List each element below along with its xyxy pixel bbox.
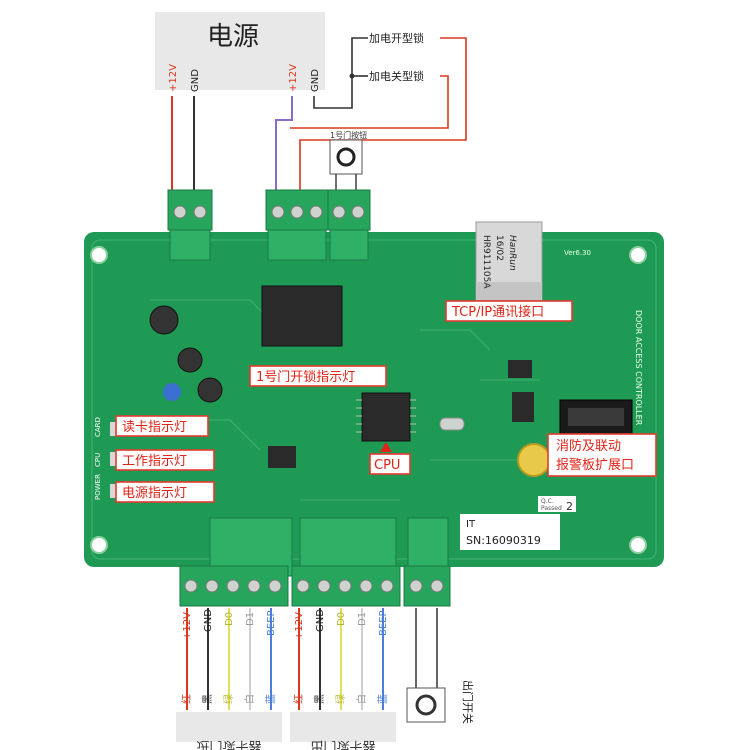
exit-switch-label: 出门开关 <box>461 680 475 724</box>
lock-pin-12v: +12V <box>288 64 299 92</box>
battery <box>517 443 551 477</box>
cpu-arrow-icon <box>380 442 392 452</box>
door-button-label: 1号门按钮 <box>330 130 367 140</box>
reader-out-color-white: 白 <box>355 694 368 704</box>
reader-in-box <box>176 712 282 742</box>
mount-hole <box>629 246 647 264</box>
callout-door1-led: 1号门开锁指示灯 <box>256 369 355 385</box>
mount-hole <box>90 246 108 264</box>
rj45-line2: 16/02 <box>494 235 504 261</box>
power-pin-12v: +12V <box>168 64 179 92</box>
power-pin-gnd: GND <box>190 69 201 92</box>
exit-switch-icon <box>415 694 437 716</box>
mount-hole <box>90 536 108 554</box>
reader-in-color-blue: 蓝 <box>265 694 277 704</box>
callout-power-led: 电源指示灯 <box>122 486 187 501</box>
reader-out-color-blue: 蓝 <box>377 694 389 704</box>
sn-it: IT <box>466 519 476 530</box>
capacitor <box>149 305 179 335</box>
reader-out-color-black: 黑 <box>314 694 326 704</box>
reader-in-pin-gnd: GND <box>203 609 214 632</box>
lock-pin-gnd: GND <box>310 69 321 92</box>
led-power-label: POWER <box>94 474 102 500</box>
capacitor <box>177 347 203 373</box>
led-cpu-label: CPU <box>94 453 102 467</box>
reader-out-box <box>290 712 396 742</box>
callout-tcpip: TCP/IP通讯接口 <box>451 304 544 320</box>
ic-chip <box>268 446 296 468</box>
reader-out-pin-12v: +12V <box>294 612 305 640</box>
callout-door1-led-box <box>249 365 387 387</box>
reader-in-title: 进门读卡器 <box>196 738 261 750</box>
callout-work-led: 工作指示灯 <box>122 454 187 469</box>
reader-out-title: 出门读卡器 <box>310 738 375 750</box>
cpu-chip <box>361 392 411 442</box>
callout-card-led: 读卡指示灯 <box>122 420 187 435</box>
power-box-title: 电源 <box>207 22 259 52</box>
qc-line1: Q.C. <box>541 498 554 505</box>
callout-cpu: CPU <box>374 458 400 473</box>
board-version: Ver6.30 <box>564 249 591 257</box>
inductor <box>163 383 181 401</box>
relay <box>261 285 343 347</box>
lock-wire-black-top <box>313 37 368 109</box>
qc-line2: Passed <box>541 505 562 512</box>
qc-number: 2 <box>566 500 573 513</box>
reader-out-pin-beep: BEEP <box>378 610 389 636</box>
reader-out-color-green: 绿 <box>334 694 347 704</box>
callout-fire-box <box>547 433 657 477</box>
rj45-brand: HanRun <box>507 235 517 271</box>
reader-out-pin-d0: D0 <box>336 612 347 626</box>
reader-out-pin-d1: D1 <box>357 612 368 626</box>
led-card <box>110 422 120 436</box>
callout-tcpip-box <box>445 300 573 322</box>
board-side-text: DOOR ACCESS CONTROLLER <box>634 310 643 426</box>
callout-fire-line1: 消防及联动 <box>556 438 621 454</box>
crystal <box>439 417 465 431</box>
ic-chip <box>508 360 532 378</box>
lock-wire-red-open <box>299 37 467 198</box>
rj45-line1: HR911105A <box>481 235 491 289</box>
door-button-icon <box>336 147 356 167</box>
led-cpu <box>110 452 120 466</box>
reader-out-color-red: 红 <box>292 694 305 704</box>
callout-work-led-box <box>115 449 215 471</box>
qc-sticker <box>538 496 576 512</box>
reader-in-color-black: 黑 <box>202 694 214 704</box>
capacitor <box>197 377 223 403</box>
led-card-label: CARD <box>94 417 102 437</box>
reader-in-pin-beep: BEEP <box>266 610 277 636</box>
reader-in-pin-d1: D1 <box>245 612 256 626</box>
lock-wire-purple <box>275 96 293 198</box>
reader-out-pin-gnd: GND <box>315 609 326 632</box>
callout-power-led-box <box>115 481 215 503</box>
lock-label-close: 加电关型锁 <box>369 69 424 83</box>
mount-hole <box>629 536 647 554</box>
reader-in-color-white: 白 <box>243 694 256 704</box>
callout-cpu-box <box>369 453 411 475</box>
sn-sticker <box>460 514 560 550</box>
ic-chip <box>512 392 534 422</box>
lock-label-open: 加电开型锁 <box>369 31 424 45</box>
sn-number: SN:16090319 <box>466 534 541 547</box>
power-box <box>155 12 325 90</box>
reader-in-color-red: 红 <box>180 694 193 704</box>
callout-fire-line2: 报警板扩展口 <box>556 457 634 473</box>
reader-in-color-green: 绿 <box>222 694 235 704</box>
callout-card-led-box <box>115 415 209 437</box>
reader-in-pin-12v: +12V <box>182 612 193 640</box>
led-power <box>110 484 120 498</box>
reader-in-pin-d0: D0 <box>224 612 235 626</box>
